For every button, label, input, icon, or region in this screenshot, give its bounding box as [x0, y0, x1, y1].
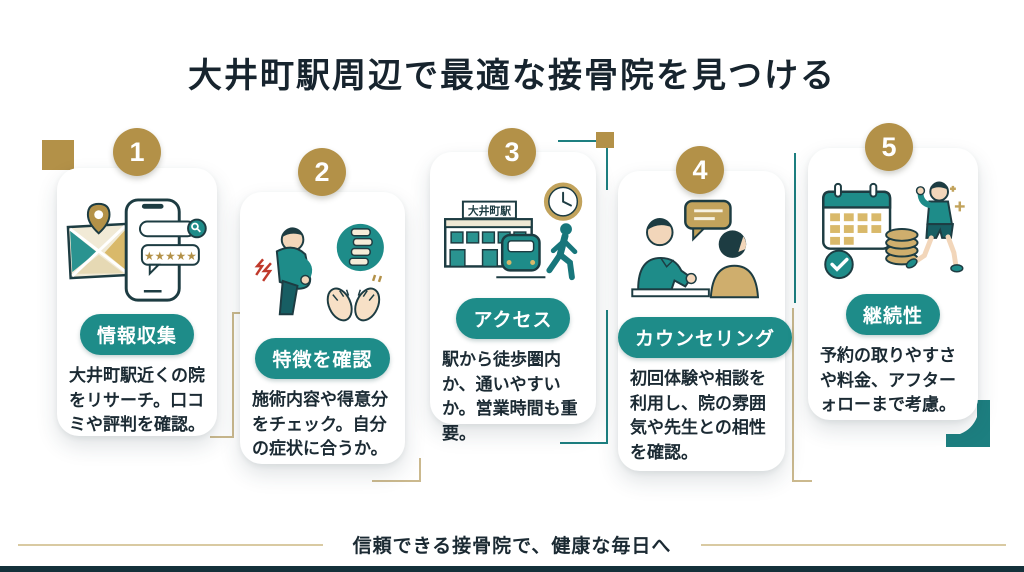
- teal-bracket-decoration: [558, 140, 608, 142]
- teal-bracket-decoration: [560, 442, 608, 444]
- back-pain-spine-hands-icon: [240, 220, 405, 330]
- step-card: 大井町駅: [430, 152, 596, 443]
- step-label-pill: 継続性: [845, 294, 940, 335]
- step-label-pill: カウンセリング: [618, 317, 793, 358]
- step-number-badge: 3: [488, 128, 536, 176]
- step-label-pill: 特徴を確認: [255, 338, 390, 379]
- gold-bracket-decoration: [210, 436, 234, 438]
- step-card: 継続性 予約の取りやすさや料金、アフターォローまで考慮。: [808, 148, 978, 420]
- step-description: 初回体験や相談を利用し、院の雰囲気や先生との相性を確認。: [630, 369, 766, 462]
- step-label-pill: アクセス: [456, 298, 570, 339]
- bottom-accent-bar: [0, 566, 1024, 572]
- step-card: 特徴を確認 施術内容や得意分をチェック。自分の症状に合うか。: [240, 192, 405, 464]
- gold-bracket-decoration: [372, 480, 421, 482]
- svg-text:★★★★★: ★★★★★: [144, 250, 197, 263]
- station-train-clock-walker-icon: 大井町駅: [430, 180, 596, 290]
- calendar-coins-runner-icon: [808, 176, 978, 286]
- footer-tagline: 信頼できる接骨院で、健康な毎日へ: [352, 536, 672, 557]
- gold-divider-line: [701, 543, 1006, 546]
- page-title: 大井町駅周辺で最適な接骨院を見つける: [188, 57, 836, 95]
- svg-text:大井町駅: 大井町駅: [468, 203, 511, 217]
- teal-bracket-decoration: [794, 153, 796, 303]
- teal-bracket-decoration: [606, 310, 608, 444]
- teal-bracket-decoration: [606, 140, 608, 190]
- step-number-badge: 4: [676, 146, 724, 194]
- gold-divider-line: [18, 543, 323, 546]
- gold-bracket-decoration: [792, 308, 794, 482]
- smartphone-map-review-icon: ★★★★★: [57, 196, 217, 306]
- footer-tagline-row: 信頼できる接骨院で、健康な毎日へ: [0, 531, 1024, 558]
- step-number-badge: 5: [865, 123, 913, 171]
- step-description: 大井町駅近くの院をリサーチ。口コミや評判を確認。: [69, 366, 205, 435]
- gold-bracket-decoration: [419, 458, 421, 482]
- step-description: 駅から徒歩圏内か、通いやすいか。営業時間も重要。: [442, 350, 578, 443]
- step-card: カウンセリング 初回体験や相談を利用し、院の雰囲気や先生との相性を確認。: [618, 171, 793, 471]
- gold-square-decoration: [42, 140, 74, 170]
- step-number-badge: 2: [298, 148, 346, 196]
- step-description: 施術内容や得意分をチェック。自分の症状に合うか。: [252, 390, 388, 459]
- step-number-badge: 1: [113, 128, 161, 176]
- counseling-conversation-icon: [618, 199, 785, 309]
- step-label-pill: 情報収集: [79, 314, 194, 355]
- step-description: 予約の取りやすさや料金、アフターォローまで考慮。: [820, 346, 956, 415]
- gold-bracket-decoration: [792, 480, 812, 482]
- gold-bracket-decoration: [232, 312, 234, 438]
- teal-corner-decoration: [946, 400, 990, 452]
- step-card: ★★★★★ 情報収集 大井町駅近くの院をリサーチ。口コミや評判を確認。: [57, 168, 217, 436]
- gold-square-decoration: [596, 132, 614, 148]
